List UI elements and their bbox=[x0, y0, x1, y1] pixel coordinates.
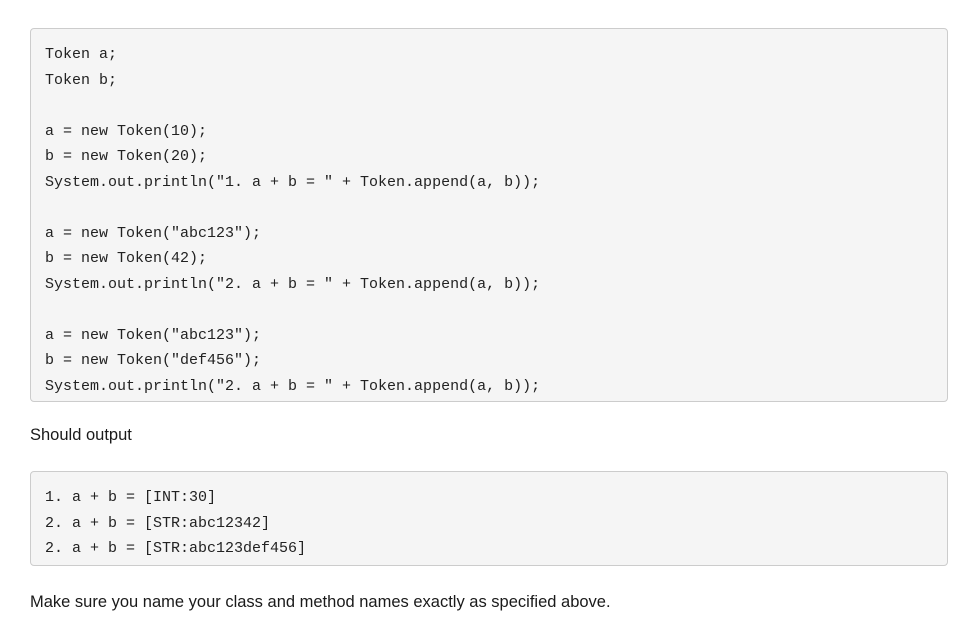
code-line bbox=[45, 297, 933, 323]
code-line: System.out.println("2. a + b = " + Token… bbox=[45, 275, 541, 293]
code-line: b = new Token(42); bbox=[45, 250, 208, 267]
code-block-example: Token a; Token b; a = new Token(10); b =… bbox=[30, 28, 948, 402]
code-block-expected-output: 1. a + b = [INT:30] 2. a + b = [STR:abc1… bbox=[30, 471, 948, 566]
code-line bbox=[45, 93, 933, 119]
code-line: a = new Token("abc123"); bbox=[45, 224, 262, 242]
code-line: Token b; bbox=[45, 71, 118, 89]
output-line: 2. a + b = [STR:abc12342] bbox=[45, 514, 271, 532]
output-line: 2. a + b = [STR:abc123def456] bbox=[45, 540, 307, 557]
code-line: a = new Token(10); bbox=[45, 122, 208, 140]
output-line: 1. a + b = [INT:30] bbox=[45, 489, 217, 506]
code-line: Token a; bbox=[45, 46, 118, 63]
output-label: Should output bbox=[30, 426, 132, 444]
code-line: a = new Token("abc123"); bbox=[45, 326, 262, 344]
code-line: b = new Token(20); bbox=[45, 148, 208, 165]
code-line: b = new Token("def456"); bbox=[45, 352, 262, 369]
closing-note: Make sure you name your class and method… bbox=[30, 593, 611, 611]
code-line bbox=[45, 195, 933, 221]
code-line: System.out.println("2. a + b = " + Token… bbox=[45, 377, 541, 395]
code-line: System.out.println("1. a + b = " + Token… bbox=[45, 173, 541, 191]
